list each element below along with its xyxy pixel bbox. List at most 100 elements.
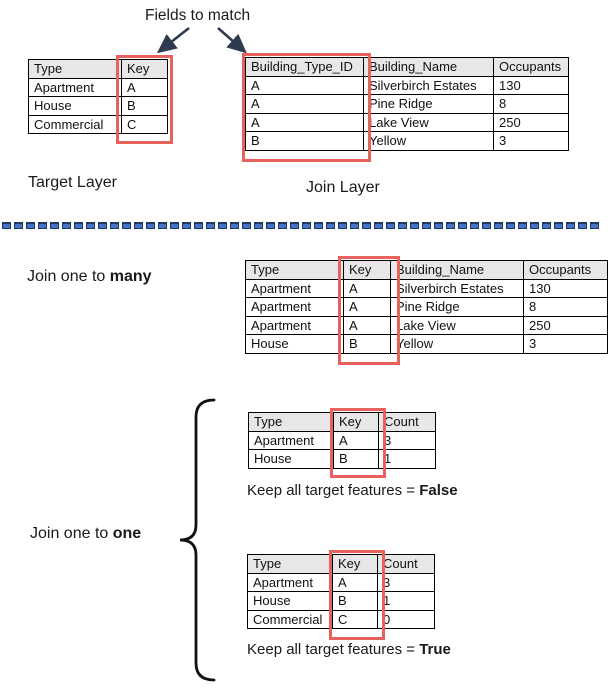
divider-dash xyxy=(530,222,539,229)
table-cell: Apartment xyxy=(245,315,344,335)
table-cell: A xyxy=(245,112,364,132)
join-one-to-one-label-prefix: Join one to xyxy=(30,525,113,542)
table-cell: Lake View xyxy=(390,315,524,335)
table-cell: A xyxy=(343,297,391,317)
table-cell: A xyxy=(245,94,364,114)
table-cell: Yellow xyxy=(390,334,524,354)
column-header: Key xyxy=(333,412,379,432)
divider-dash xyxy=(86,222,95,229)
column-header: Building_Name xyxy=(390,260,524,280)
curly-brace-icon xyxy=(179,398,216,682)
divider-dash xyxy=(458,222,467,229)
table-cell: Yellow xyxy=(363,131,494,151)
table-cell: 1 xyxy=(378,449,436,469)
column-header: Key xyxy=(332,554,378,574)
table-cell: Apartment xyxy=(245,278,344,298)
table-cell: 1 xyxy=(377,591,435,611)
join-one-to-many-label: Join one to many xyxy=(27,268,152,286)
table-cell: C xyxy=(121,114,168,134)
divider-dash xyxy=(206,222,215,229)
join-one-to-many-label-prefix: Join one to xyxy=(27,268,110,285)
table-cell: 250 xyxy=(493,112,569,132)
table-cell: B xyxy=(343,334,391,354)
false-caption-prefix: Keep all target features = xyxy=(247,482,420,499)
false-caption: Keep all target features = False xyxy=(247,482,458,499)
target-layer-label: Target Layer xyxy=(28,174,117,191)
join-one-to-one-label: Join one to one xyxy=(30,525,141,543)
divider-dash xyxy=(122,222,131,229)
divider-dash xyxy=(482,222,491,229)
divider-dash xyxy=(266,222,275,229)
column-header: Type xyxy=(247,554,333,574)
true-caption: Keep all target features = True xyxy=(247,641,451,658)
false-caption-bold: False xyxy=(419,482,458,499)
divider-dash xyxy=(578,222,587,229)
column-header: Occupants xyxy=(493,57,569,77)
column-header: Type xyxy=(28,59,122,79)
divider-dash xyxy=(50,222,59,229)
table-cell: 0 xyxy=(377,609,435,629)
column-header: Building_Type_ID xyxy=(245,57,364,77)
divider-dash xyxy=(518,222,527,229)
divider-dash xyxy=(446,222,455,229)
table-cell: Apartment xyxy=(28,77,122,97)
column-header: Type xyxy=(245,260,344,280)
table-cell: 3 xyxy=(377,572,435,592)
table-cell: A xyxy=(332,572,378,592)
table-cell: 3 xyxy=(378,430,436,450)
divider-dash xyxy=(14,222,23,229)
table-cell: Silverbirch Estates xyxy=(390,278,524,298)
join-one-to-many-label-bold: many xyxy=(109,268,152,285)
table-cell: 8 xyxy=(523,297,608,317)
table-cell: Apartment xyxy=(247,572,333,592)
divider-dash xyxy=(374,222,383,229)
table-cell: 3 xyxy=(493,131,569,151)
true-caption-bold: True xyxy=(419,641,451,658)
column-header: Building_Name xyxy=(363,57,494,77)
table-cell: Pine Ridge xyxy=(390,297,524,317)
table-cell: Apartment xyxy=(248,430,334,450)
table-cell: A xyxy=(343,315,391,335)
divider-dash xyxy=(314,222,323,229)
arrow-to-join-key-icon xyxy=(217,27,247,54)
column-header: Key xyxy=(121,59,168,79)
table-cell: B xyxy=(245,131,364,151)
table-cell: 130 xyxy=(493,75,569,95)
table-cell: 250 xyxy=(523,315,608,335)
divider-dash xyxy=(326,222,335,229)
table-cell: B xyxy=(121,96,168,116)
join-layer-label: Join Layer xyxy=(306,179,380,196)
table-cell: A xyxy=(121,77,168,97)
divider-dash xyxy=(350,222,359,229)
table-cell: A xyxy=(245,75,364,95)
divider-dash xyxy=(554,222,563,229)
table-cell: 3 xyxy=(523,334,608,354)
divider-dash xyxy=(110,222,119,229)
divider-dash xyxy=(386,222,395,229)
divider-dash xyxy=(254,222,263,229)
divider-dash xyxy=(158,222,167,229)
table-cell: Pine Ridge xyxy=(363,94,494,114)
divider-dash xyxy=(98,222,107,229)
table-cell: Commercial xyxy=(247,609,333,629)
divider-dash xyxy=(470,222,479,229)
divider-dash xyxy=(422,222,431,229)
